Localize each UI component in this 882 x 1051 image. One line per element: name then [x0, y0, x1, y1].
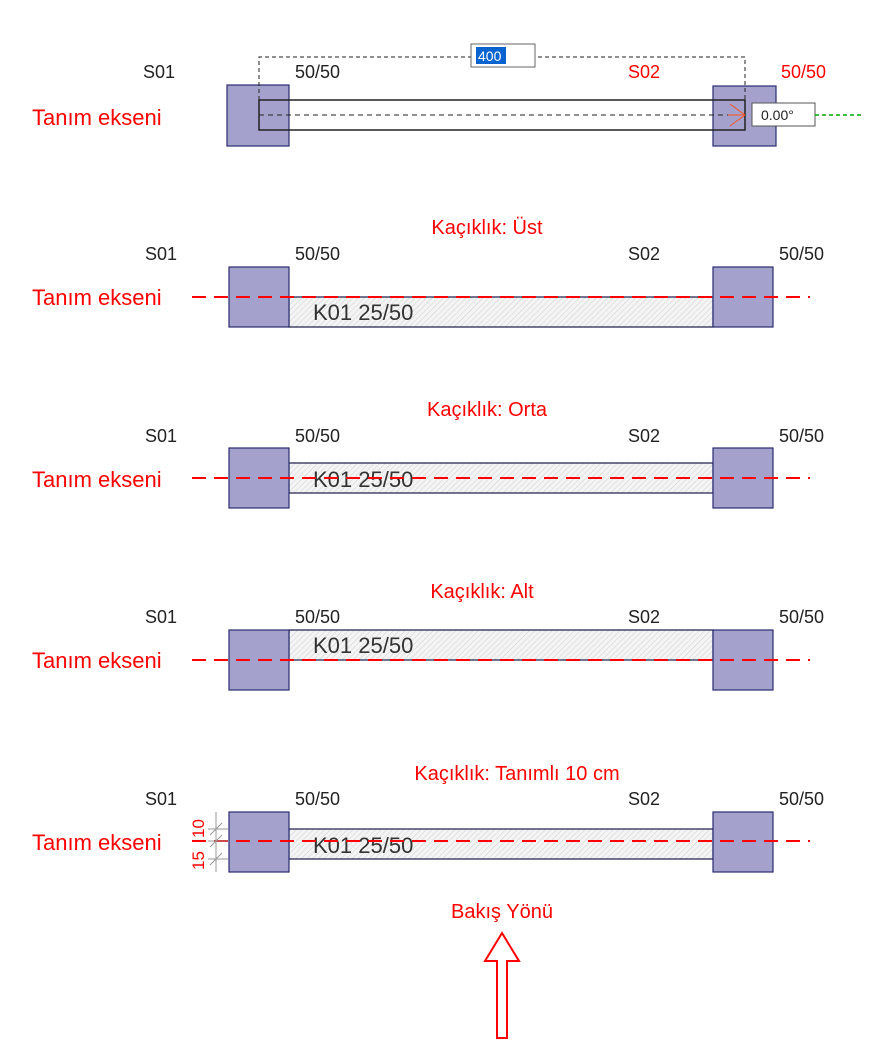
offset-dim-top: 10 [189, 819, 208, 838]
panel-ust: Kaçıklık: Üst S01 50/50 S02 50/50 Tanım … [32, 217, 824, 328]
column-label-s02: S02 [628, 426, 660, 446]
panel-orta: Kaçıklık: Orta S01 50/50 S02 50/50 Tanım… [32, 399, 824, 509]
column-size-label: 50/50 [779, 789, 824, 809]
column-size-label: 50/50 [779, 607, 824, 627]
axis-label: Tanım ekseni [32, 467, 162, 492]
column-size-label: 50/50 [295, 62, 340, 82]
offset-dimension [208, 812, 228, 872]
snap-point-icon [728, 103, 746, 127]
beam-label: K01 25/50 [313, 467, 413, 492]
angle-input[interactable]: 0.00° [751, 102, 816, 127]
beam-k01[interactable] [288, 296, 714, 328]
panel-title: Kaçıklık: Üst [431, 217, 543, 239]
column-size-label: 50/50 [295, 789, 340, 809]
axis-label: Tanım ekseni [32, 285, 162, 310]
panel-tanimli: Kaçıklık: Tanımlı 10 cm S01 50/50 S02 50… [32, 763, 824, 873]
axis-label: Tanım ekseni [32, 105, 162, 130]
offset-dim-bottom: 15 [189, 851, 208, 870]
column-size-label: 50/50 [295, 607, 340, 627]
column-label-s02: S02 [628, 789, 660, 809]
column-label-s01: S01 [145, 244, 177, 264]
column-label-s01: S01 [145, 789, 177, 809]
column-size-label: 50/50 [781, 62, 826, 82]
beam-label: K01 25/50 [313, 300, 413, 325]
column-label-s02: S02 [628, 62, 660, 82]
column-label-s01: S01 [143, 62, 175, 82]
length-input[interactable]: 400 [470, 43, 536, 68]
beam-k01[interactable] [288, 828, 714, 860]
column-label-s01: S01 [145, 426, 177, 446]
view-direction-arrow-icon [483, 931, 521, 1039]
column-label-s02: S02 [628, 607, 660, 627]
beam-label: K01 25/50 [313, 833, 413, 858]
column-size-label: 50/50 [779, 426, 824, 446]
column-label-s02: S02 [628, 244, 660, 264]
panel-title: Kaçıklık: Orta [427, 399, 548, 421]
beam-label: K01 25/50 [313, 633, 413, 658]
panel-title: Kaçıklık: Alt [430, 581, 534, 603]
length-value[interactable]: 400 [478, 48, 502, 64]
view-direction-label: Bakış Yönü [451, 901, 553, 923]
panel-alt: Kaçıklık: Alt S01 50/50 S02 50/50 Tanım … [32, 581, 824, 691]
dimension-line [258, 56, 746, 100]
column-size-label: 50/50 [779, 244, 824, 264]
panel-title: Kaçıklık: Tanımlı 10 cm [414, 763, 619, 785]
column-size-label: 50/50 [295, 244, 340, 264]
axis-label: Tanım ekseni [32, 648, 162, 673]
column-size-label: 50/50 [295, 426, 340, 446]
axis-label: Tanım ekseni [32, 830, 162, 855]
angle-value[interactable]: 0.00° [761, 107, 794, 123]
beam-k01[interactable] [288, 629, 714, 661]
top-drawing: S01 50/50 S02 50/50 Tanım ekseni 400 0.0… [32, 43, 862, 147]
column-label-s01: S01 [145, 607, 177, 627]
